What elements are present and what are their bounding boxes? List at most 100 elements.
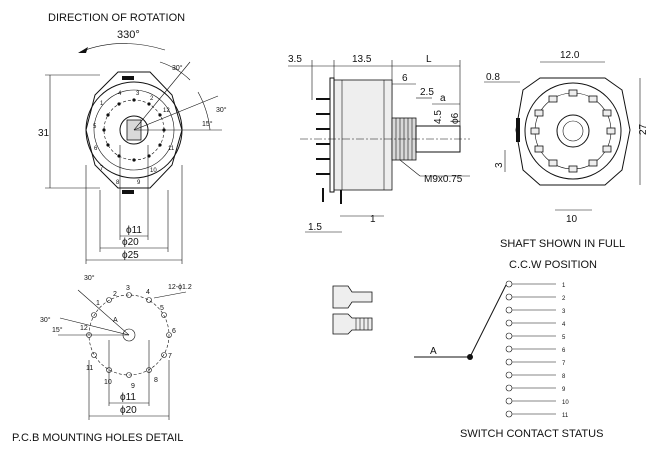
switch-contact-status: A 1 2 3 4 5 6 7 8 9 10 11 [414, 280, 603, 440]
rotation-arrow-icon [78, 47, 88, 53]
rear-contacts [530, 89, 616, 173]
angle-arc [197, 91, 211, 131]
rear-shaft [562, 120, 584, 142]
dim-phi25: ϕ25 [122, 250, 139, 261]
angle-30-top: 30° [172, 64, 183, 72]
contact-number: 5 [562, 335, 566, 341]
leader-line [153, 291, 187, 299]
contact-terminals [505, 280, 556, 418]
pcb-hole-number: 3 [126, 285, 130, 292]
knurl-lines [355, 318, 369, 330]
pcb-hole-number: 9 [131, 383, 135, 390]
angle-line [77, 289, 130, 336]
angle-line [133, 61, 191, 131]
shaft-title-2: C.C.W POSITION [509, 259, 597, 271]
contact-number: 4 [562, 322, 566, 328]
contact-number: 6 [562, 348, 566, 354]
contact-numbers: 1 2 3 4 5 6 7 8 9 10 11 [562, 283, 569, 419]
pcb-hole-number: 8 [154, 377, 158, 384]
dim-27: 27 [638, 123, 649, 135]
rotor-number: 5 [93, 124, 97, 130]
pcb-hole-number: 12 [80, 325, 88, 332]
dim-L: L [426, 54, 432, 65]
direction-title: DIRECTION OF ROTATION [48, 12, 185, 24]
rotor-number: 11 [168, 146, 175, 152]
angle-30-pcb: 30° [84, 274, 95, 282]
rotor-numbers: 4 3 2 12 11 10 9 8 7 6 5 1 [93, 91, 175, 186]
rotor-number: 8 [116, 180, 120, 186]
rotor-number: 3 [136, 91, 140, 97]
angle-arc [159, 61, 191, 81]
angle-30-pcb-left: 30° [40, 316, 51, 324]
rotor-number: 7 [100, 166, 104, 172]
angle-330: 330° [117, 29, 140, 41]
dim-10: 10 [566, 214, 578, 225]
pcb-hole-number: 7 [168, 353, 172, 360]
dim-phi11: ϕ11 [126, 225, 142, 236]
angle-15: 15° [202, 120, 213, 128]
dim-phi20: ϕ20 [122, 237, 139, 248]
dim-phi6: ϕ6 [450, 112, 461, 124]
rotor-number: 9 [137, 180, 141, 186]
pcb-hole-number: 2 [113, 291, 117, 298]
flange [329, 77, 335, 193]
top-lug [122, 76, 134, 80]
terminals [316, 98, 342, 204]
angle-30-right: 30° [216, 106, 227, 114]
shaft-icons [332, 285, 373, 335]
contact-number: 3 [562, 309, 566, 315]
rear-view: 12.0 0.8 27 3 10 SHAFT SHOWN IN FULL C.C… [484, 50, 649, 271]
contact-number: 10 [562, 400, 569, 406]
rotor-number: 6 [94, 146, 98, 152]
pcb-A: A [113, 317, 118, 324]
contact-number: 11 [562, 413, 569, 419]
dim-2-5: 2.5 [420, 87, 434, 98]
pcb-hole-number: 4 [146, 289, 150, 296]
angle-line [59, 317, 130, 336]
pcb-phi11: ϕ11 [120, 392, 136, 403]
shaft-knurl-icon [332, 313, 373, 335]
pcb-hole-numbers: 3 4 5 6 7 8 9 10 11 12 1 2 [80, 285, 176, 390]
shaft-flat-icon [332, 285, 373, 309]
pcb-hole-number: 11 [86, 365, 93, 372]
shaft-title-1: SHAFT SHOWN IN FULL [500, 238, 625, 250]
dim-31: 31 [38, 128, 50, 139]
rotor-number: 12 [163, 108, 170, 114]
angle-15-pcb: 15° [52, 326, 63, 334]
angle-line [133, 95, 219, 131]
dim-0-8: 0.8 [486, 72, 500, 83]
pcb-hole-number: 6 [172, 328, 176, 335]
pcb-view: 3 4 5 6 7 8 9 10 11 12 1 2 A 12-ϕ1.2 30°… [12, 274, 192, 444]
rear-wafer [524, 82, 622, 180]
rear-housing [515, 77, 631, 186]
bottom-lug [122, 190, 134, 194]
front-view: DIRECTION OF ROTATION 330° 4 3 2 12 11 [38, 12, 227, 264]
rotor-number: 4 [118, 91, 122, 97]
rotation-arc [79, 43, 166, 53]
thread-spec: M9x0.75 [424, 174, 463, 185]
rear-hub [556, 114, 590, 148]
contact-number: 1 [562, 283, 566, 289]
contact-number: 9 [562, 387, 566, 393]
dim-a: a [440, 93, 446, 104]
contact-number: 7 [562, 361, 566, 367]
common-label: A [430, 346, 437, 357]
rotor-number: 10 [150, 168, 157, 174]
dim-3-5: 3.5 [288, 54, 302, 65]
dim-6: 6 [402, 73, 408, 84]
pcb-hole-number: 10 [104, 379, 112, 386]
rotor-number: 1 [100, 101, 104, 107]
dim-3: 3 [494, 162, 505, 168]
dim-13-5: 13.5 [352, 54, 372, 65]
rotor-number: 2 [150, 96, 154, 102]
contact-number: 8 [562, 374, 566, 380]
pcb-title: P.C.B MOUNTING HOLES DETAIL [12, 432, 183, 444]
contact-number: 2 [562, 296, 566, 302]
side-view: 3.5 13.5 L [288, 54, 470, 233]
rear-tab [516, 118, 520, 142]
pcb-hole-spec: 12-ϕ1.2 [168, 284, 192, 291]
switch-body [333, 79, 393, 191]
pcb-hole-number: 1 [96, 300, 100, 307]
switch-title: SWITCH CONTACT STATUS [460, 428, 603, 440]
